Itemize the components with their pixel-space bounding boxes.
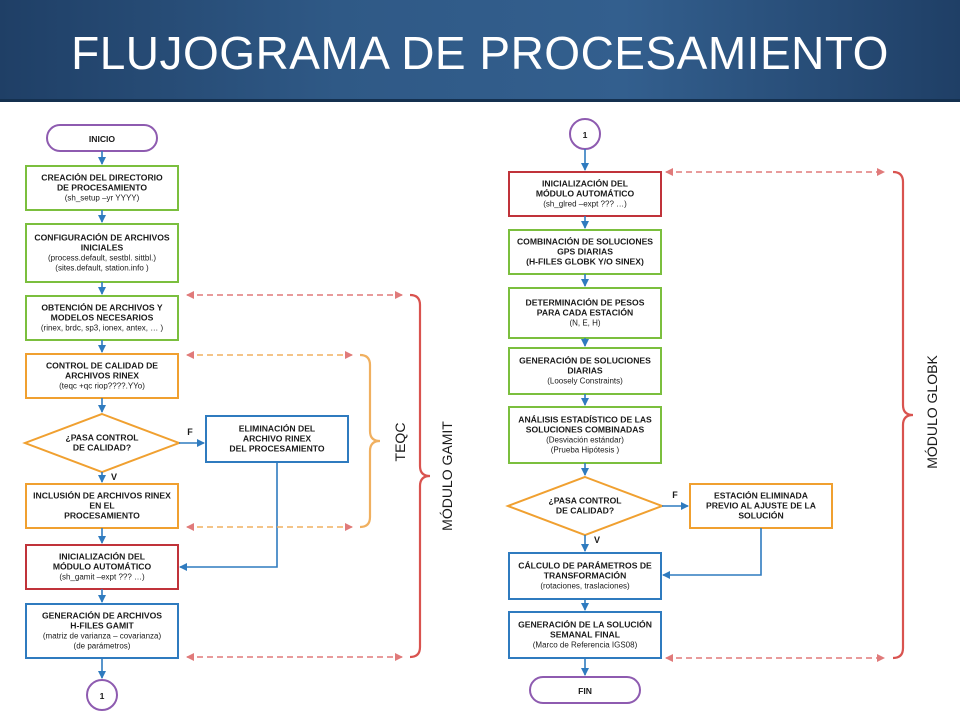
weekly-solution-box-line-2: (Marco de Referencia IGS08) — [533, 641, 638, 650]
combine-solutions-box-line-1: GPS DIARIAS — [557, 247, 613, 257]
create-directory-box-line-0: CREACIÓN DEL DIRECTORIO — [41, 172, 163, 183]
rinex-quality-control-box — [25, 353, 179, 399]
rinex-elimination-box-line-2: DEL PROCESAMIENTO — [229, 444, 324, 454]
weekly-solution-box-line-1: SEMANAL FINAL — [550, 630, 620, 640]
hfiles-gamit-box-line-0: GENERACIÓN DE ARCHIVOS — [42, 610, 162, 621]
globk-init-box-line-1: MÓDULO AUTOMÁTICO — [536, 188, 635, 199]
daily-solutions-box-line-1: DIARIAS — [567, 366, 603, 376]
rinex-inclusion-box-line-0: INCLUSIÓN DE ARCHIVOS RINEX — [33, 490, 171, 501]
obtain-files-models-box-line-2: (rinex, brdc, sp3, ionex, antex, … ) — [41, 324, 164, 333]
station-eliminated-box-line-0: ESTACIÓN ELIMINADA — [714, 490, 808, 501]
transformation-params-box-line-1: TRANSFORMACIÓN — [544, 570, 627, 581]
statistical-analysis-box-line-1: SOLUCIONES COMBINADAS — [526, 425, 645, 435]
gamit-module-label: MÓDULO GAMIT — [439, 421, 455, 531]
statistical-analysis-box-line-3: (Prueba Hipótesis ) — [551, 446, 620, 455]
globk-brace — [892, 170, 914, 660]
connector-out — [86, 679, 118, 711]
hfiles-gamit-box-line-2: (matriz de varianza – covarianza) — [43, 632, 162, 641]
weekly-solution-box-line-0: GENERACIÓN DE LA SOLUCIÓN — [518, 619, 652, 630]
weekly-solution-box — [508, 611, 662, 659]
hfiles-gamit-box-line-1: H-FILES GAMIT — [70, 621, 134, 631]
arrow-r-elim-to-calc — [662, 528, 762, 579]
rinex-inclusion-box-line-2: PROCESAMIENTO — [64, 511, 140, 521]
hfiles-gamit-box-line-3: (de parámetros) — [74, 642, 131, 651]
combine-solutions-box-line-0: COMBINACIÓN DE SOLUCIONES — [517, 236, 653, 247]
config-initial-files-box-line-1: INICIALES — [81, 243, 124, 253]
rinex-elimination-box-line-1: ARCHIVO RINEX — [243, 434, 312, 444]
teqc-module-label: TEQC — [392, 423, 408, 462]
quality-decision-right-line-1: DE CALIDAD? — [556, 506, 614, 516]
rinex-quality-control-box-line-0: CONTROL DE CALIDAD DE — [46, 361, 158, 371]
gamit-init-box-line-0: INICIALIZACIÓN DEL — [59, 551, 145, 562]
statistical-analysis-box — [508, 406, 662, 464]
statistical-analysis-box-line-2: (Desviación estándar) — [546, 436, 624, 445]
station-weights-box-line-0: DETERMINACIÓN DE PESOS — [526, 297, 645, 308]
true-label-left: V — [111, 472, 117, 482]
station-weights-box-line-1: PARA CADA ESTACIÓN — [537, 307, 633, 318]
obtain-files-models-box-line-1: MODELOS NECESARIOS — [51, 313, 154, 323]
gamit-init-box — [25, 544, 179, 590]
gamit-init-box-line-1: MÓDULO AUTOMÁTICO — [53, 561, 152, 572]
station-weights-box-line-2: (N, E, H) — [569, 319, 600, 328]
globk-init-box-line-0: INICIALIZACIÓN DEL — [542, 178, 628, 189]
daily-solutions-box-line-0: GENERACIÓN DE SOLUCIONES — [519, 355, 651, 366]
rinex-quality-control-box-line-1: ARCHIVOS RINEX — [65, 371, 139, 381]
config-initial-files-box-line-2: (process.default, sestbl. sittbl.) — [48, 254, 156, 263]
rinex-inclusion-box-line-1: EN EL — [89, 501, 114, 511]
config-initial-files-box-line-3: (sites.default, station.info ) — [55, 264, 149, 273]
end-terminal-label: FIN — [578, 686, 592, 696]
end-terminal — [529, 676, 641, 704]
transformation-params-box-line-2: (rotaciones, traslaciones) — [540, 582, 630, 591]
globk-init-box-line-2: (sh_glred –expt ??? …) — [543, 200, 627, 209]
quality-decision-left-line-0: ¿PASA CONTROL — [65, 433, 138, 443]
connector-out-label: 1 — [100, 691, 105, 701]
transformation-params-box-line-0: CÁLCULO DE PARÁMETROS DE — [518, 561, 652, 571]
config-initial-files-box-line-0: CONFIGURACIÓN DE ARCHIVOS — [34, 232, 170, 243]
rinex-elimination-box-line-0: ELIMINACIÓN DEL — [239, 423, 315, 434]
obtain-files-models-box-line-0: OBTENCIÓN DE ARCHIVOS Y — [41, 302, 163, 313]
transformation-params-box — [508, 552, 662, 600]
obtain-files-models-box — [25, 295, 179, 341]
title-bar: FLUJOGRAMA DE PROCESAMIENTO — [0, 0, 960, 102]
daily-solutions-box — [508, 347, 662, 395]
quality-decision-left-line-1: DE CALIDAD? — [73, 443, 131, 453]
create-directory-box-line-2: (sh_setup –yr YYYY) — [65, 194, 140, 203]
quality-decision-right-line-0: ¿PASA CONTROL — [548, 496, 621, 506]
gamit-brace — [409, 293, 431, 659]
false-label-right: F — [672, 490, 678, 500]
daily-solutions-box-line-2: (Loosely Constraints) — [547, 377, 623, 386]
start-terminal-label: INICIO — [89, 134, 116, 144]
connector-in-label: 1 — [583, 130, 588, 140]
arrow-l-elim-to-init — [179, 462, 278, 571]
globk-module-label: MÓDULO GLOBK — [924, 355, 940, 469]
true-label-right: V — [594, 535, 600, 545]
station-eliminated-box-line-1: PREVIO AL AJUSTE DE LA — [706, 501, 816, 511]
teqc-brace — [359, 353, 381, 529]
gamit-init-box-line-2: (sh_gamit –expt ??? …) — [59, 573, 145, 582]
combine-solutions-box-line-2: (H-FILES GLOBK Y/O SINEX) — [526, 257, 644, 267]
rinex-quality-control-box-line-2: (teqc +qc riop????.YYo) — [59, 382, 145, 391]
station-eliminated-box — [689, 483, 833, 529]
statistical-analysis-box-line-0: ANÁLISIS ESTADÍSTICO DE LAS — [518, 415, 652, 425]
create-directory-box-line-1: DE PROCESAMIENTO — [57, 183, 147, 193]
page-title: FLUJOGRAMA DE PROCESAMIENTO — [71, 27, 889, 79]
station-eliminated-box-line-2: SOLUCIÓN — [738, 510, 783, 521]
config-initial-files-box — [25, 223, 179, 283]
false-label-left: F — [187, 427, 193, 437]
